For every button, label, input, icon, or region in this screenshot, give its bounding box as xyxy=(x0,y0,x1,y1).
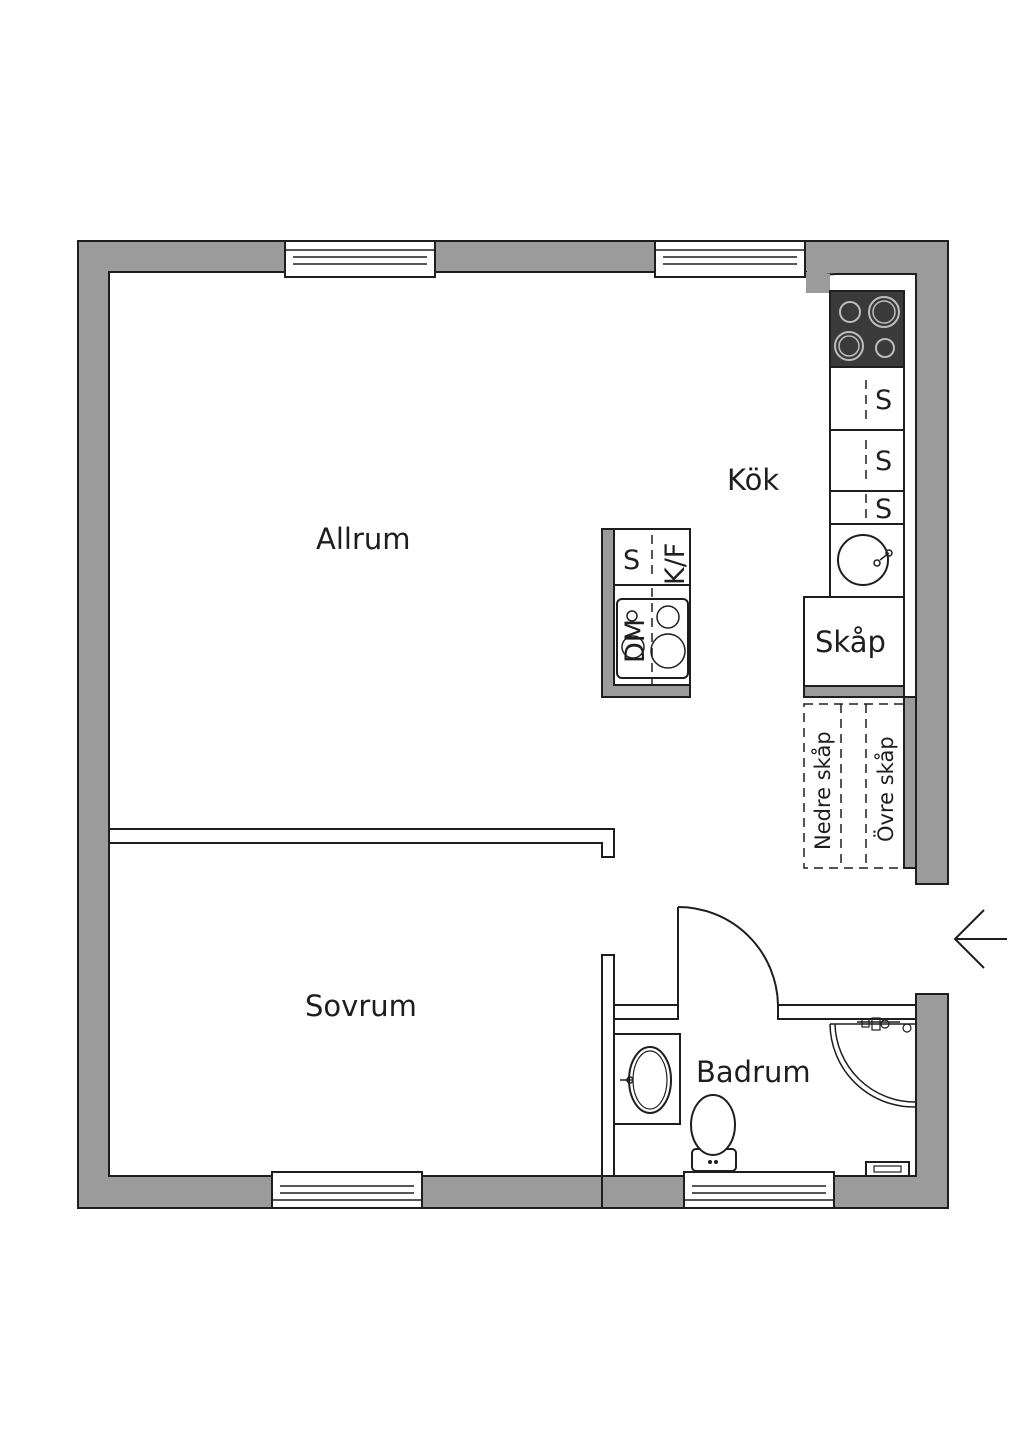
island-label-dm: DM xyxy=(620,619,651,663)
room-label-badrum: Badrum xyxy=(696,1055,811,1089)
exterior-walls xyxy=(77,240,949,1209)
window-icon xyxy=(654,240,806,278)
kitchen-island xyxy=(601,528,691,698)
room-label-kok: Kök xyxy=(727,463,779,497)
door-icon xyxy=(677,906,779,1006)
floor-drain-grate xyxy=(873,1165,902,1173)
cabinet-label-s: S xyxy=(875,385,892,416)
floor-drain xyxy=(865,1161,910,1177)
interior-walls xyxy=(108,828,917,1177)
sink-icon xyxy=(613,1033,681,1125)
cabinet-label-nedre: Nedre skåp xyxy=(810,731,835,850)
window-icon xyxy=(271,1171,423,1209)
kitchen-counter xyxy=(829,366,905,598)
toilet-icon xyxy=(690,1094,737,1172)
cabinet-label-s: S xyxy=(875,494,892,525)
room-label-allrum: Allrum xyxy=(316,522,411,556)
cabinet-label-ovre: Övre skåp xyxy=(873,736,898,842)
stove-icon xyxy=(829,290,905,368)
cabinet-label-s: S xyxy=(875,446,892,477)
island-label-s: S xyxy=(623,545,640,576)
window-icon xyxy=(683,1171,835,1209)
cabinet-label-skap: Skåp xyxy=(815,625,886,659)
sink-icon xyxy=(837,534,893,586)
cabinet-skap xyxy=(803,596,905,687)
room-label-sovrum: Sovrum xyxy=(305,989,417,1023)
entrance-arrow-icon xyxy=(953,909,1007,969)
shower-icon xyxy=(829,1017,917,1108)
island-label-kf: K/F xyxy=(660,543,691,585)
wall-cabinets xyxy=(803,685,917,869)
window-icon xyxy=(284,240,436,278)
